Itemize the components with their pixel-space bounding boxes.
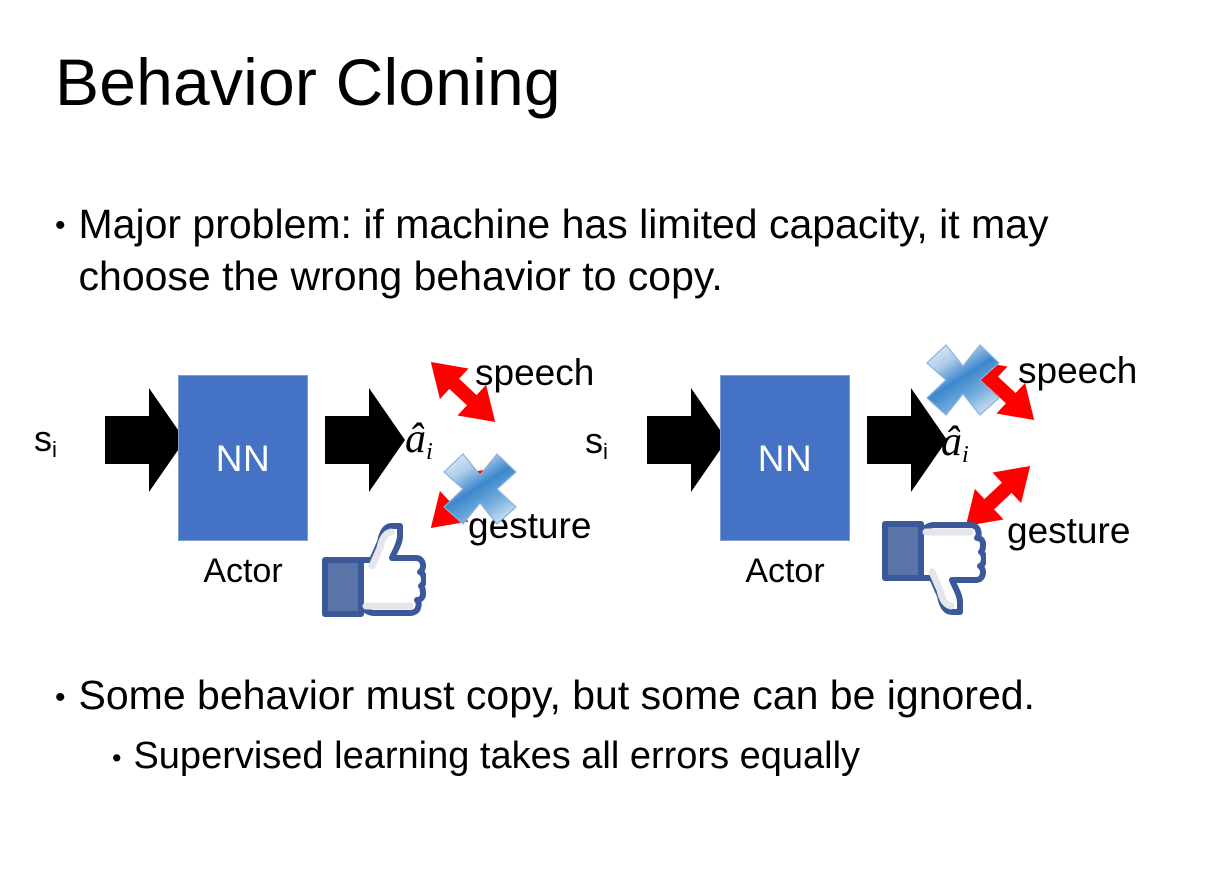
nn-label: NN — [215, 437, 271, 479]
red-double-arrow-up-right-icon-left — [418, 346, 508, 443]
red-double-arrow-down-right-icon-right — [953, 450, 1043, 547]
output-label-speech-left: speech — [475, 352, 595, 393]
thumbs-up-icon-left — [320, 522, 427, 623]
action-label-left: âi — [405, 415, 433, 466]
thumbs-down-icon-right — [880, 520, 987, 621]
cross-out-x-icon-left — [442, 452, 518, 531]
bullet-dot-icon: • — [55, 681, 66, 714]
state-subscript: i — [52, 437, 57, 463]
input-arrow-icon-right — [647, 388, 727, 497]
diagram-right: si NN Actor âi — [575, 340, 1175, 640]
output-arrow-icon-left — [325, 388, 405, 497]
actor-label-right: Actor — [745, 552, 825, 590]
action-label-right: âi — [941, 418, 969, 469]
nn-box-right: NN — [720, 375, 850, 541]
state-label-right: si — [585, 420, 608, 465]
state-symbol: s — [34, 418, 52, 459]
bullet-dot-icon: • — [55, 209, 66, 242]
action-symbol: â — [405, 416, 426, 462]
output-label-speech-right: speech — [1018, 350, 1138, 391]
state-symbol: s — [585, 420, 603, 461]
action-subscript: i — [426, 438, 433, 466]
bullet-bottom-level2: • Supervised learning takes all errors e… — [112, 733, 1172, 781]
nn-box-left: NN — [178, 375, 308, 541]
bullet-dot-icon: • — [112, 743, 122, 773]
page-title: Behavior Cloning — [55, 45, 561, 119]
action-symbol: â — [941, 419, 962, 465]
bullet-row: • Supervised learning takes all errors e… — [112, 733, 1172, 781]
nn-label: NN — [757, 437, 813, 479]
state-label-left: si — [34, 418, 57, 463]
actor-label-left: Actor — [203, 552, 283, 590]
bullet-bottom-level1: • Some behavior must copy, but some can … — [55, 670, 1165, 721]
cross-out-x-icon-right — [925, 343, 1001, 422]
action-subscript: i — [962, 441, 969, 469]
bullet-bottom-level1-text: Some behavior must copy, but some can be… — [78, 672, 1035, 718]
bullet-bottom-level2-text: Supervised learning takes all errors equ… — [133, 735, 861, 777]
bullet-top: • Major problem: if machine has limited … — [55, 198, 1115, 302]
output-label-gesture-right: gesture — [1007, 510, 1131, 551]
output-arrow-icon-right — [867, 388, 947, 497]
bullet-row: • Some behavior must copy, but some can … — [55, 670, 1165, 721]
bullet-top-text: Major problem: if machine has limited ca… — [78, 201, 1049, 300]
input-arrow-icon-left — [105, 388, 185, 497]
state-subscript: i — [603, 439, 608, 465]
diagram-left: si NN Actor âi — [10, 340, 610, 640]
bullet-row: • Major problem: if machine has limited … — [55, 198, 1115, 302]
